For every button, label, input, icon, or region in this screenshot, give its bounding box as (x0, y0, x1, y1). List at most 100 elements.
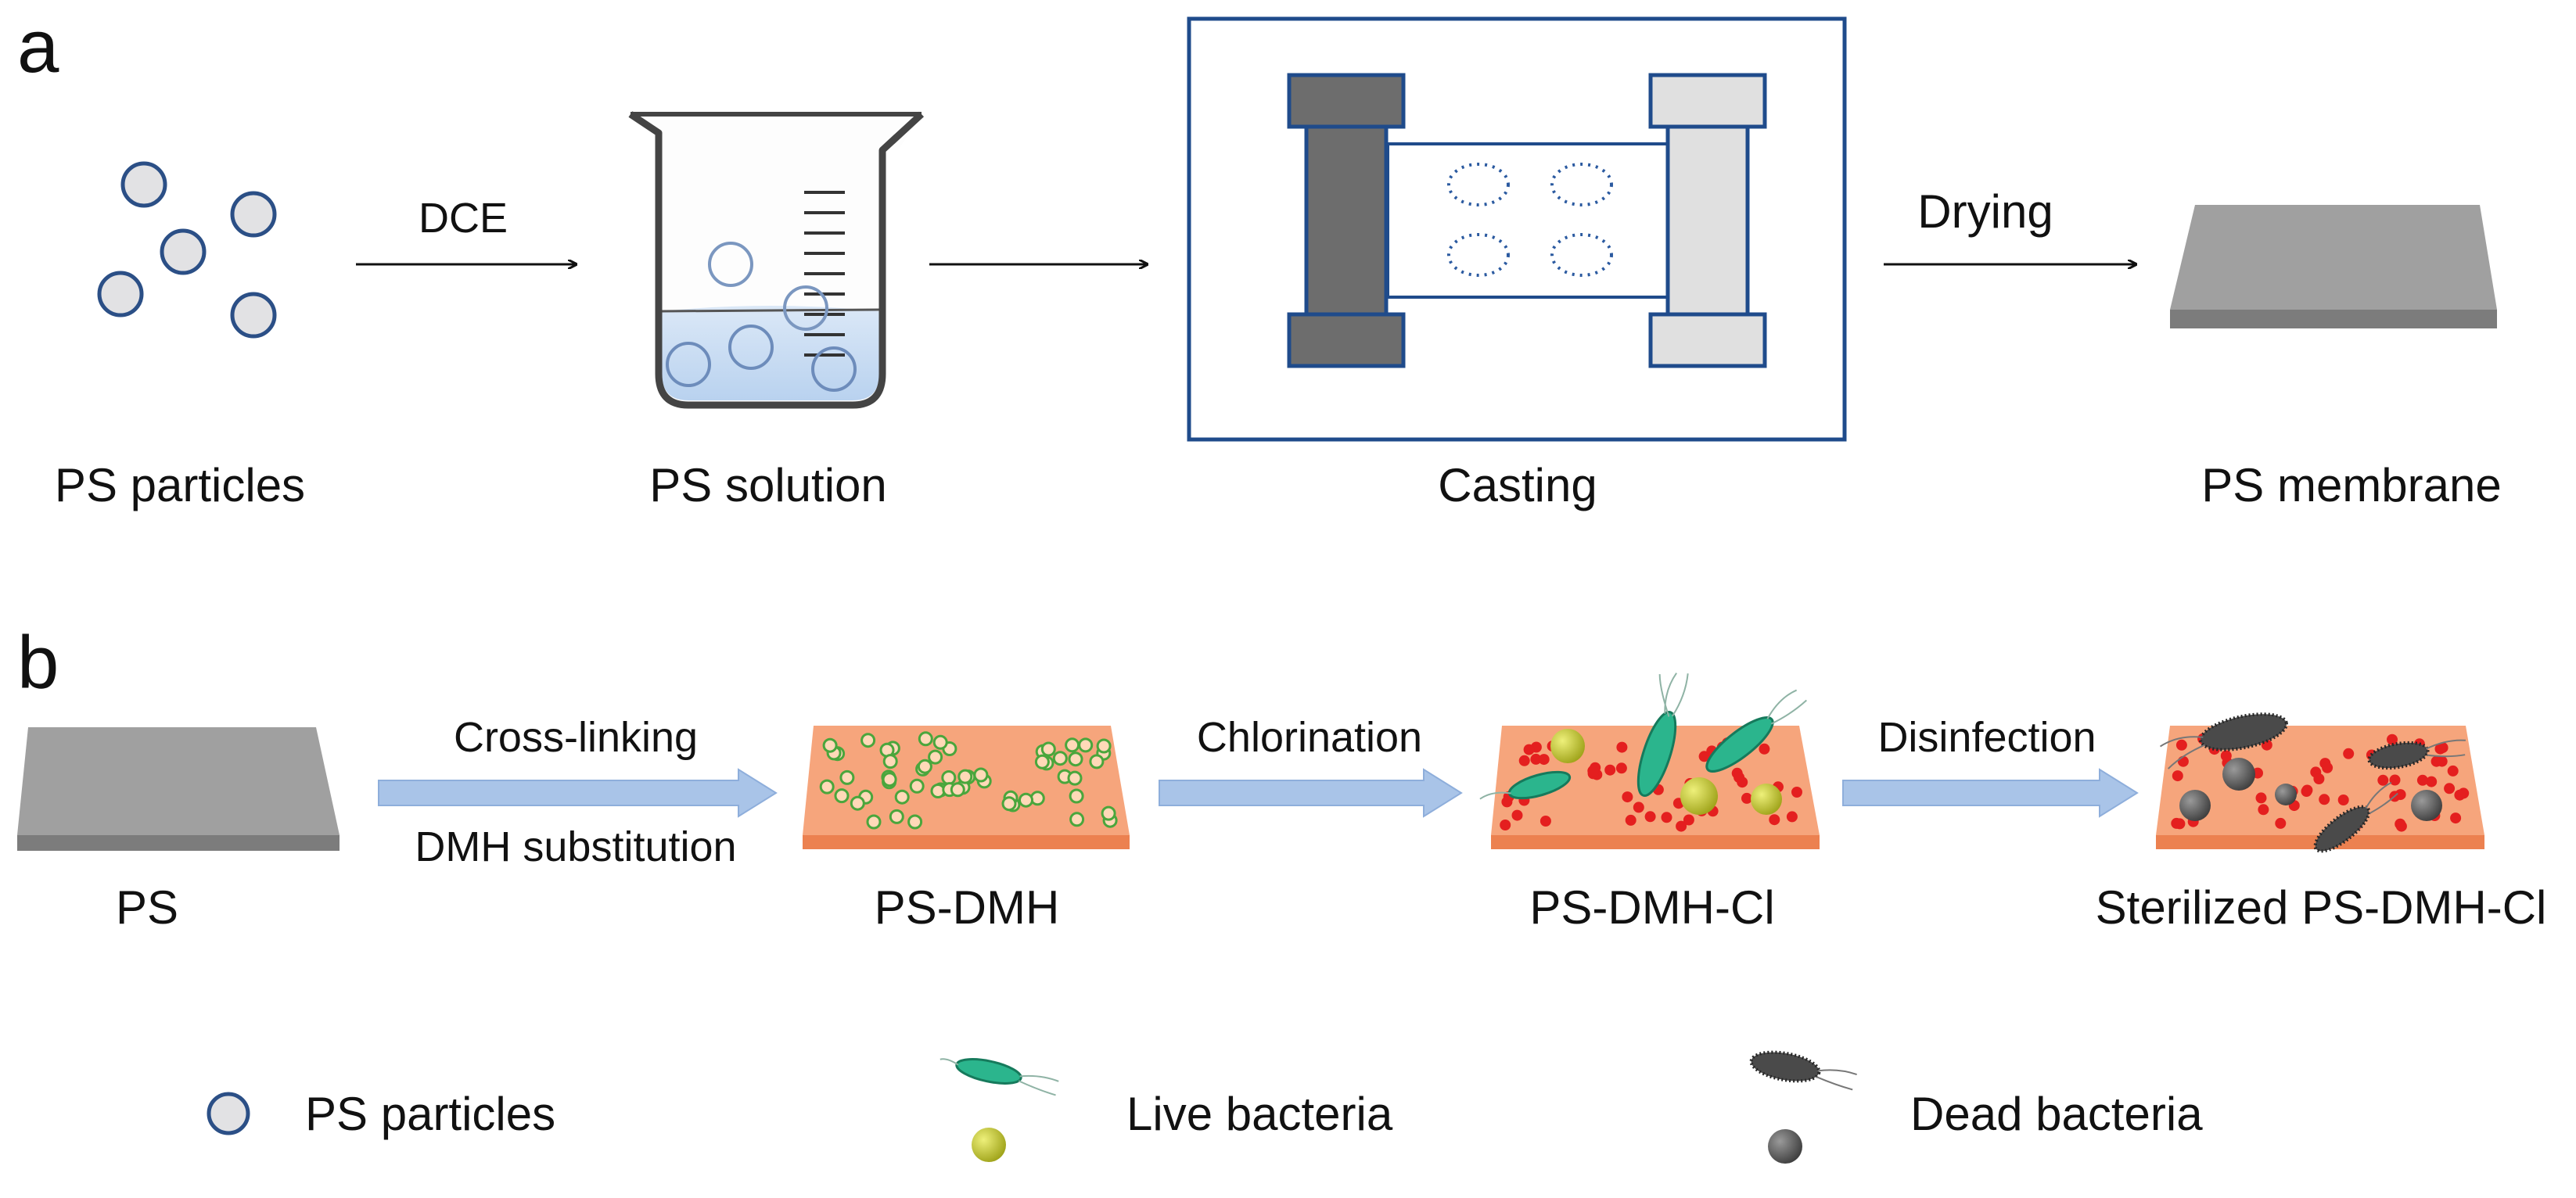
beaker (628, 111, 925, 409)
ps-particle (728, 325, 774, 370)
panel-b-letter: b (17, 621, 59, 705)
dead-bacterium (2159, 712, 2288, 769)
ps-particle (160, 228, 207, 275)
slab-dot (2416, 774, 2428, 786)
label-ps-dmh-cl: PS-DMH-Cl (1529, 881, 1775, 934)
arrow-drying-label: Drying (1917, 185, 2053, 238)
slab-dot (957, 769, 973, 784)
slab-dot (2319, 794, 2330, 805)
live-sphere (1751, 784, 1782, 815)
label-ps-membrane: PS membrane (2201, 459, 2502, 511)
slab-dot (1683, 814, 1694, 826)
slab-dot (2172, 770, 2183, 782)
slab-dot (2301, 786, 2312, 797)
casting-apparatus (1187, 16, 1847, 442)
slab-dot (2275, 817, 2287, 829)
live-bacterium (1705, 689, 1807, 773)
arrow-disinfection-label: Disinfection (1877, 714, 2096, 761)
slab-dot (950, 782, 965, 798)
slab-dot (1101, 805, 1116, 821)
slab-dot (2387, 734, 2398, 745)
slab-dot (1622, 791, 1633, 803)
ps-dmh-cl-slab (1479, 673, 1820, 849)
slab-dot (894, 789, 910, 805)
slab-dot (1698, 751, 1710, 762)
slab-dot (1633, 802, 1644, 813)
slab-dot (882, 772, 897, 787)
slab-dot (932, 734, 948, 750)
ps-particle (120, 161, 167, 208)
slab-dot (2436, 755, 2448, 767)
legend-live-sphere-icon (972, 1128, 1006, 1162)
legend-live-bacterium-icon (940, 1058, 1059, 1096)
legend-ps-particles-label: PS particles (305, 1088, 556, 1140)
slab-dot (2395, 820, 2407, 832)
slab-dot (1078, 737, 1094, 753)
slab-dot (1065, 737, 1080, 753)
slab-dot (1539, 816, 1551, 827)
slab-dot (1587, 765, 1599, 777)
slab-dot (1661, 812, 1672, 823)
legend-dead-bacteria-label: Dead bacteria (1910, 1088, 2203, 1140)
slab-dot (2389, 774, 2401, 786)
slab-dot (941, 770, 957, 785)
slab-dot (1786, 811, 1798, 823)
slab-dot (2313, 773, 2325, 784)
slab-dot (2450, 812, 2462, 824)
dead-sphere (2275, 784, 2297, 805)
arrow-dmh-substitution-label: DMH substitution (415, 823, 737, 870)
slab-dot (1625, 814, 1636, 826)
ps-particle (230, 191, 277, 238)
slab-dot (2343, 748, 2355, 759)
slab-dot (822, 737, 838, 753)
slab-dot (1523, 744, 1535, 755)
label-ps-dmh: PS-DMH (874, 881, 1060, 934)
slab-dot (1511, 809, 1523, 821)
slab-dot (834, 788, 850, 804)
arrow-disinfection (1842, 768, 2139, 818)
slab-dot (1069, 788, 1084, 804)
slab-dot (2377, 774, 2389, 786)
slab-dot (1500, 820, 1511, 830)
live-bacterium (1636, 673, 1689, 798)
slab-dot (1019, 792, 1033, 808)
ps-particle (811, 346, 857, 392)
arrow-crosslinking-label: Cross-linking (453, 714, 699, 761)
slab-dot (1791, 787, 1802, 798)
slab-dot (2434, 743, 2446, 755)
slab-dot (1068, 751, 1083, 767)
slab-dot (1052, 751, 1068, 766)
arrow-crosslinking (378, 768, 778, 818)
slab-dot (1530, 753, 1542, 765)
slab-dot (1069, 812, 1085, 827)
live-sphere (1550, 729, 1585, 763)
slab-dot (1089, 754, 1105, 769)
dead-bacterium (2367, 739, 2466, 770)
slab-dot (2258, 804, 2269, 816)
slab-dot (1616, 741, 1628, 753)
slab-dot (909, 778, 925, 794)
slab-dot (918, 731, 933, 747)
ps-particles-group (97, 161, 277, 339)
live-bacterium (1479, 770, 1572, 800)
dead-sphere (2411, 790, 2442, 821)
label-casting: Casting (1438, 459, 1597, 511)
slab-dot (2175, 739, 2187, 751)
slab-dot (1734, 772, 1745, 784)
slab-dot (1029, 791, 1045, 806)
live-sphere (1680, 777, 1718, 815)
slab-dot (2426, 776, 2438, 787)
arrow-chlorination (1159, 768, 1463, 818)
slab-dot (2255, 792, 2267, 804)
slab-dot (1040, 741, 1056, 757)
slab-dot (2337, 794, 2349, 805)
ps-particle (783, 285, 828, 331)
slab-dot (1741, 792, 1752, 804)
slab-dot (1644, 811, 1656, 823)
slab-dot (1538, 754, 1550, 766)
slab-dot (2447, 765, 2459, 777)
ps-membrane (2170, 205, 2497, 328)
slab-dot (850, 795, 865, 811)
